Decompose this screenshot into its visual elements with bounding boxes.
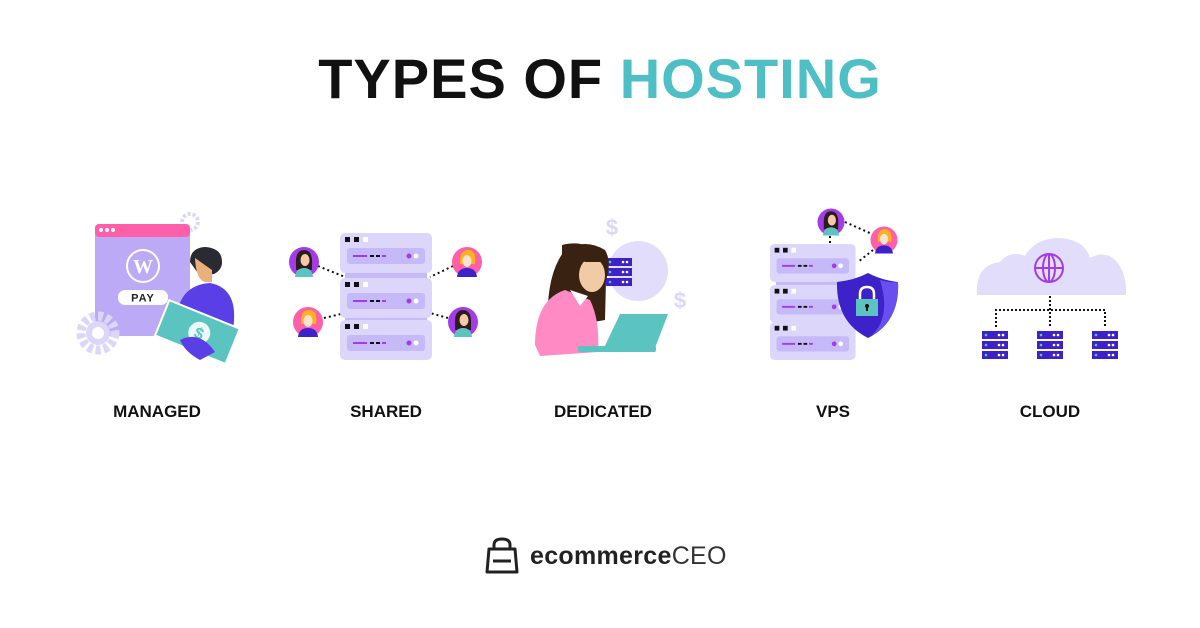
server-unit: [340, 278, 432, 318]
user-avatar: [452, 247, 482, 277]
cloud-illustration: [976, 238, 1127, 359]
label-vps: VPS: [815, 402, 851, 421]
gear-icon: [76, 311, 120, 355]
user-avatar: [870, 226, 898, 254]
svg-text:W: W: [133, 256, 153, 278]
pay-button-label: PAY: [131, 293, 155, 305]
brand-logo: ecommerceCEO: [484, 536, 727, 576]
server-icon: [1092, 331, 1118, 359]
managed-illustration: W PAY $: [76, 212, 242, 366]
cloud-icon: [976, 238, 1127, 295]
page-title: TYPES OF HOSTING: [0, 46, 1200, 111]
wordpress-icon: W: [126, 249, 160, 283]
user-avatar: [293, 307, 323, 337]
vps-illustration: [770, 208, 899, 360]
laptop-icon: [604, 314, 668, 348]
server-unit: [770, 322, 856, 360]
server-unit: [770, 244, 856, 282]
globe-icon: [1034, 253, 1064, 283]
label-shared: SHARED: [350, 402, 422, 421]
server-unit: [340, 233, 432, 273]
server-unit: [340, 320, 432, 360]
server-icon: [1037, 331, 1063, 359]
user-avatar: [448, 307, 478, 337]
user-avatar: [289, 247, 319, 277]
shield-lock-icon: [836, 273, 899, 338]
brand-name: ecommerceCEO: [530, 542, 727, 571]
server-icon: [606, 258, 632, 286]
shopping-bag-icon: [485, 537, 519, 574]
label-cloud: CLOUD: [1019, 402, 1081, 421]
label-dedicated: DEDICATED: [554, 402, 652, 421]
dollar-icon: $: [606, 215, 618, 240]
person: $: [153, 247, 242, 366]
label-managed: MANAGED: [113, 402, 201, 421]
dedicated-illustration: $ $: [535, 215, 686, 356]
dollar-icon: $: [674, 288, 686, 313]
brand-name-light: CEO: [671, 541, 727, 570]
title-text: TYPES OF: [318, 47, 620, 110]
user-avatar: [817, 208, 845, 236]
brand-name-bold: ecommerce: [530, 541, 672, 570]
pay-button: [118, 290, 168, 305]
server-icon: [982, 331, 1008, 359]
title-accent: HOSTING: [619, 47, 882, 110]
shared-illustration: [289, 233, 482, 360]
